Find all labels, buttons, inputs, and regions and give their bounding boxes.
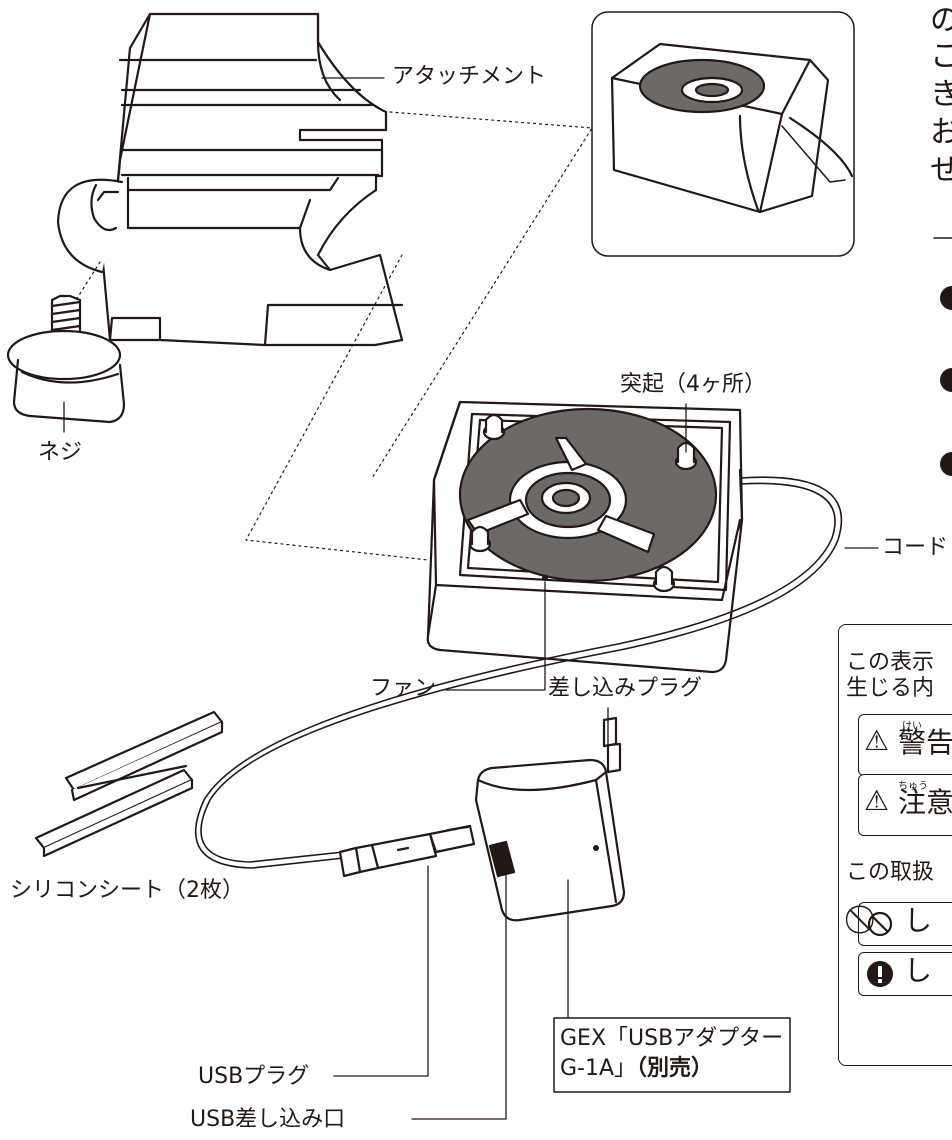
label-usb-plug: USBプラグ: [198, 1064, 310, 1089]
adapter-illustration: [474, 716, 626, 922]
mandatory-label: し: [904, 954, 933, 987]
label-attachment: アタッチメント: [392, 64, 547, 89]
attachment-illustration: [56, 12, 404, 347]
warning-label: 警告: [898, 726, 952, 759]
legend-intro-line2: 生じる内: [846, 676, 935, 701]
leader-lines: [63, 77, 879, 1120]
right-text-5: せ: [930, 153, 952, 188]
label-protrusions: 突起（4ヶ所）: [620, 372, 766, 397]
prohibit-label: し: [904, 904, 933, 937]
inset-frame: [591, 11, 855, 257]
caution-icon: ⚠: [864, 784, 890, 817]
label-adapter-line1: GEX「USBアダプター: [560, 1026, 784, 1051]
mandatory-icon: [867, 961, 893, 987]
label-fan: ファン: [370, 676, 437, 701]
warning-ruby: けい: [902, 721, 922, 732]
label-adapter-sold-separately: （別売）: [636, 1056, 714, 1081]
bullets: [940, 286, 952, 476]
legend-manual-line: この取扱: [846, 860, 935, 885]
assembly-guides: [75, 111, 593, 561]
screw-illustration: [6, 294, 126, 424]
right-text-2: こ: [930, 39, 952, 74]
fan-illustration: [426, 400, 744, 674]
label-code: コード: [882, 535, 949, 560]
label-screw: ネジ: [38, 440, 83, 465]
caution-row: [858, 774, 952, 836]
label-plug: 差し込みプラグ: [548, 676, 703, 701]
legend-frames: [553, 237, 952, 1093]
label-silicone-sheet: シリコンシート（2枚）: [10, 878, 244, 903]
warning-icon: ⚠: [864, 724, 890, 757]
caution-label: 注意: [898, 786, 952, 819]
silicone-sheets-illustration: [34, 710, 224, 858]
label-adapter-model: G-1A」: [560, 1056, 637, 1081]
label-usb-port: USB差し込み口: [190, 1107, 346, 1132]
right-text-1: の: [930, 3, 952, 38]
right-text-3: き: [930, 77, 952, 112]
warning-row: [858, 714, 952, 776]
label-adapter-line2: G-1A」（別売）: [560, 1056, 713, 1082]
caution-ruby: ちゅう: [898, 781, 928, 792]
prohibited-symbol-icon: [867, 911, 893, 937]
prohibit-row: [858, 902, 952, 946]
legend-intro-line1: この表示: [846, 650, 935, 675]
cable-illustration: [194, 476, 843, 869]
usb-plug-illustration: [338, 824, 476, 878]
right-text-4: お: [930, 115, 952, 150]
